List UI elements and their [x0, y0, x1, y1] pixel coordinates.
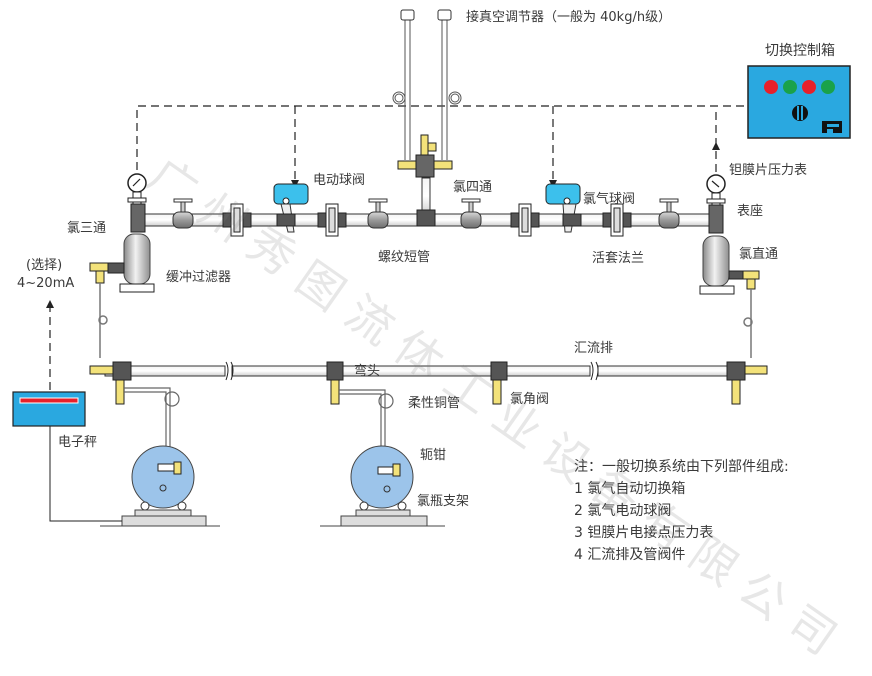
label-flexible-copper-tube: 柔性铜管 [408, 396, 461, 411]
brand-logo-icon [822, 121, 842, 133]
label-angle-valve: 氯角阀 [510, 392, 550, 407]
label-manifold: 汇流排 [574, 341, 614, 356]
loose-flange [222, 203, 252, 237]
elbow-fitting [326, 361, 344, 381]
handwheel-icon[interactable] [173, 198, 193, 203]
label-signal: 4~20mA [17, 276, 75, 291]
label-electric-ball-valve: 电动球阀 [313, 173, 366, 188]
handwheel-icon[interactable] [659, 198, 679, 203]
label-cylinder-stand: 氯瓶支架 [417, 494, 470, 509]
selector-switch-icon[interactable] [792, 105, 808, 121]
buffer-filter [123, 233, 151, 285]
globe-valve[interactable] [658, 198, 680, 229]
label-straight-fitting: 氯直通 [739, 247, 779, 262]
chlorine-switchover-system-diagram [12, 9, 851, 527]
label-diaphragm-gauge: 钽膜片压力表 [729, 163, 808, 178]
label-buffer-filter: 缓冲过滤器 [166, 270, 232, 285]
electric-ball-valve-left[interactable] [273, 183, 309, 233]
label-optional: (选择) [26, 258, 63, 273]
note-item: 1 氯气自动切换箱 [574, 481, 686, 497]
label-chlorine-ball-valve: 氯气球阀 [583, 192, 636, 207]
loose-flange [317, 203, 347, 237]
cylinder-stand [121, 515, 207, 527]
indicator-light-green [783, 80, 797, 94]
manifold-pipe [104, 361, 729, 381]
label-vacuum-regulator: 接真空调节器（一般为 40kg/h级） [466, 10, 672, 25]
handwheel-icon[interactable] [461, 198, 481, 203]
chlorine-tee-fitting [130, 203, 146, 233]
manifold-fittings [89, 361, 768, 405]
switch-control-box[interactable] [747, 65, 851, 139]
loose-flanges [222, 203, 632, 237]
buffer-filter-right [702, 235, 730, 287]
label-threaded-nipple: 螺纹短管 [378, 250, 431, 265]
chlorine-angle-valve[interactable] [330, 379, 340, 405]
actuator-icon [273, 183, 309, 205]
component-note: 注：一般切换系统由下列部件组成: 1 氯气自动切换箱 2 氯气电动球阀 3 钽膜… [574, 456, 789, 566]
globe-valve[interactable] [172, 198, 194, 229]
chlorine-cylinder-right [320, 445, 445, 527]
globe-valve[interactable] [460, 198, 482, 229]
scale-display [19, 397, 79, 404]
label-control-box: 切换控制箱 [765, 43, 835, 59]
globe-valve[interactable] [367, 198, 389, 229]
label-elbow: 弯头 [354, 364, 381, 379]
indicator-light-red [764, 80, 778, 94]
label-cross-fitting: 氯四通 [453, 180, 493, 195]
chlorine-straight-fitting [708, 204, 724, 234]
control-signal-lines [49, 105, 746, 390]
chlorine-cross-fitting [397, 134, 453, 227]
note-title: 注：一般切换系统由下列部件组成: [574, 459, 789, 475]
pressure-gauge-icon [127, 173, 147, 193]
arrow-up-icon [46, 300, 54, 308]
chlorine-angle-valve[interactable] [492, 379, 502, 405]
flexible-copper-tubes [124, 387, 394, 462]
electric-ball-valve-right[interactable] [545, 183, 582, 233]
label-clamp: 轭钳 [420, 448, 447, 463]
regulator-connection-tubes [392, 20, 462, 160]
chlorine-angle-valve[interactable] [115, 379, 125, 405]
right-pressure-assembly [699, 174, 760, 295]
chlorine-angle-valve[interactable] [731, 379, 741, 405]
loose-flange [602, 203, 632, 237]
note-item: 3 钽膜片电接点压力表 [574, 525, 714, 541]
arrow-up-icon [712, 142, 720, 150]
left-pressure-assembly [89, 173, 155, 293]
label-loose-flange: 活套法兰 [592, 251, 645, 266]
electronic-scale [12, 391, 122, 522]
cylinder-stand [340, 515, 428, 527]
control-line-top [136, 105, 746, 170]
chlorine-cylinder-left [100, 445, 220, 527]
actuator-icon [545, 183, 581, 205]
handwheel-icon[interactable] [368, 198, 388, 203]
label-scale: 电子秤 [58, 435, 98, 450]
indicator-light-red [802, 80, 816, 94]
brass-fitting [89, 262, 109, 272]
elbow-fitting [490, 361, 508, 381]
indicator-light-green [821, 80, 835, 94]
loose-flange [510, 203, 540, 237]
label-tee-fitting: 氯三通 [67, 221, 107, 236]
label-gauge-seat: 表座 [737, 204, 764, 219]
filter-drop-tubes [98, 283, 753, 358]
globe-valves [172, 198, 680, 229]
note-item: 4 汇流排及管阀件 [574, 547, 686, 563]
note-item: 2 氯气电动球阀 [574, 503, 672, 519]
tube-end-fittings [400, 9, 452, 21]
